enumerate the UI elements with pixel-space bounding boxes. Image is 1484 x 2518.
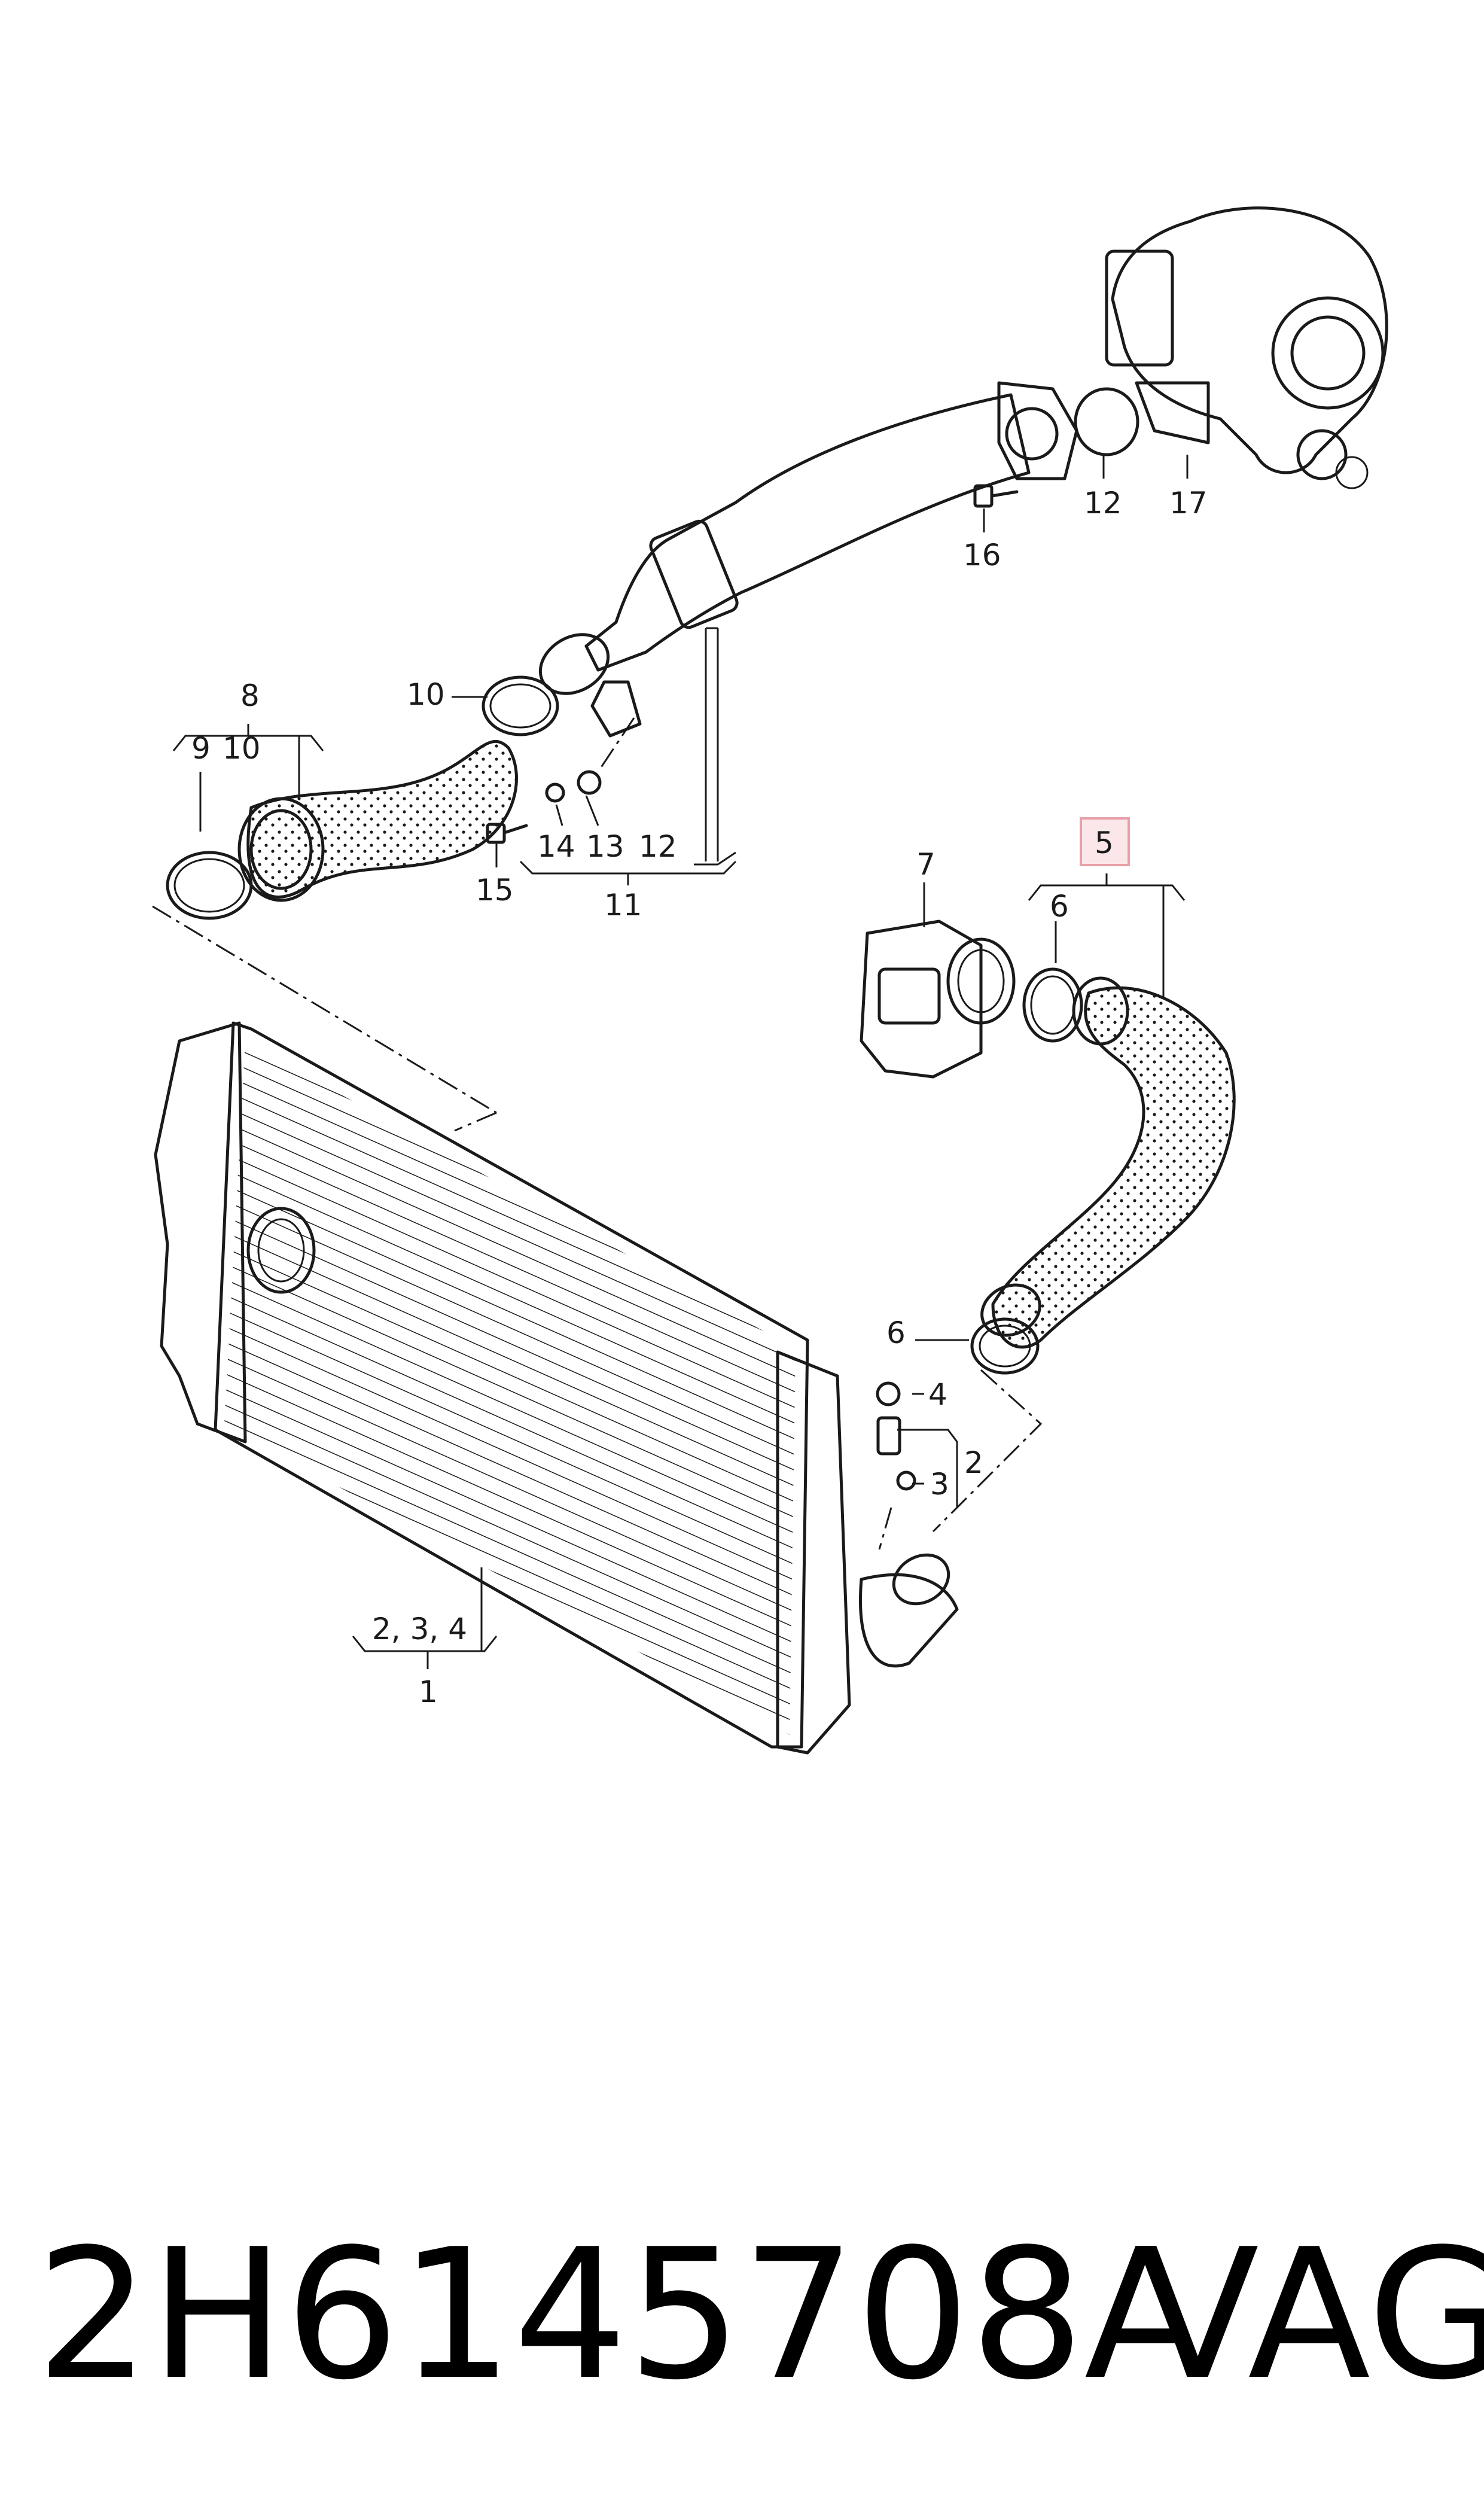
label-14: 14 — [537, 829, 575, 864]
label-16: 16 — [963, 538, 1001, 573]
leader-lines — [172, 455, 1189, 1669]
label-10: 10 — [407, 677, 445, 712]
label-1: 1 — [419, 1674, 438, 1709]
clamp-9 — [166, 851, 253, 920]
label-2-3-4: 2, 3, 4 — [372, 1612, 467, 1646]
label-13: 13 — [586, 829, 624, 864]
label-12: 12 — [1084, 486, 1122, 520]
label-7: 7 — [916, 847, 936, 882]
part-number-text: 2H6145708A — [36, 2211, 1207, 2419]
label-2: 2 — [964, 1445, 983, 1480]
throttle-body — [860, 919, 1016, 1079]
clamp-6-upper — [1022, 967, 1083, 1043]
reference-lines — [152, 717, 1043, 1550]
label-8: 8 — [240, 678, 260, 713]
label-11: 11 — [604, 888, 642, 922]
label-4: 4 — [928, 1377, 947, 1412]
label-6-lower: 6 — [886, 1316, 906, 1350]
lower-hose-bottom-end — [980, 1283, 1041, 1337]
clamp-10 — [482, 675, 559, 736]
fasteners-13-14-15 — [486, 770, 602, 844]
bolt-16 — [973, 484, 1019, 508]
label-3: 3 — [930, 1467, 949, 1502]
callout-labels: 5 6 6 7 8 9 10 10 11 12 12 13 14 15 16 1… — [191, 486, 1208, 1709]
label-12-bracket: 12 — [639, 829, 677, 864]
upper-charge-air-pipe — [538, 381, 1078, 738]
label-9: 9 — [191, 731, 211, 766]
gasket-ring — [1074, 387, 1139, 456]
turbocharger — [1105, 206, 1388, 489]
label-15: 15 — [476, 873, 514, 908]
label-10-bracket: 10 — [223, 731, 261, 766]
label-5: 5 — [1095, 826, 1114, 860]
pressure-sensor — [876, 1381, 916, 1491]
upper-hose-end — [237, 797, 325, 902]
intercooler — [154, 1021, 959, 1755]
label-6-upper: 6 — [1050, 889, 1069, 924]
clamp-6-lower — [970, 1317, 1040, 1375]
highlight-box-5 — [1080, 817, 1130, 866]
label-17: 17 — [1169, 486, 1208, 520]
brand-text: VAG — [1136, 2211, 1484, 2419]
